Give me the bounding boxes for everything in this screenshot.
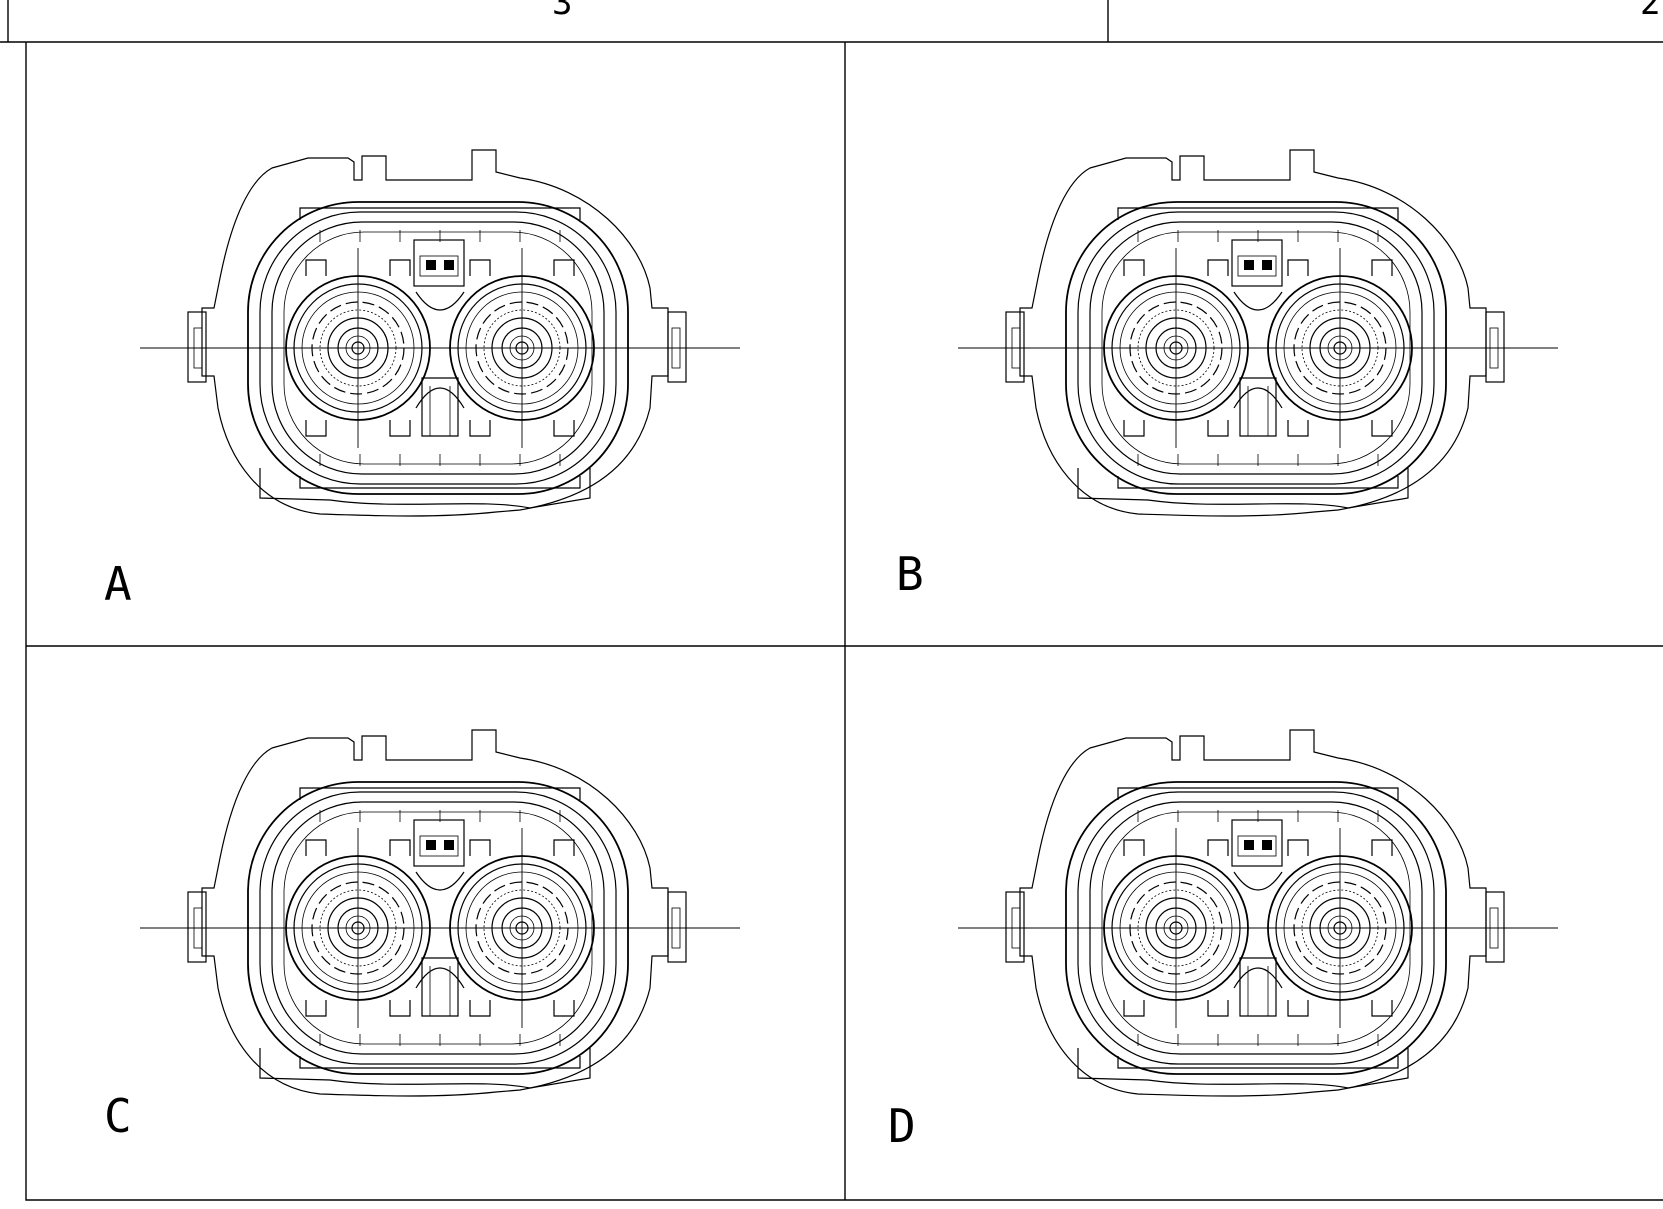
view-label-a: A xyxy=(104,557,132,611)
connector-front-view-c xyxy=(139,729,741,1097)
view-grid xyxy=(25,42,1663,1201)
view-a: A xyxy=(104,149,741,611)
view-c: C xyxy=(104,729,741,1143)
connector-front-view-b xyxy=(957,149,1559,517)
view-label-d: D xyxy=(888,1099,916,1153)
view-label-c: C xyxy=(104,1089,132,1143)
view-d: D xyxy=(888,729,1559,1153)
title-header: 3 2 xyxy=(0,0,1663,43)
zone-number-right: 2 xyxy=(1640,0,1660,23)
connector-front-view-d xyxy=(957,729,1559,1097)
connector-front-view-a xyxy=(139,149,741,517)
zone-number-left: 3 xyxy=(552,0,572,23)
view-label-b: B xyxy=(896,547,924,601)
view-b: B xyxy=(896,149,1559,601)
